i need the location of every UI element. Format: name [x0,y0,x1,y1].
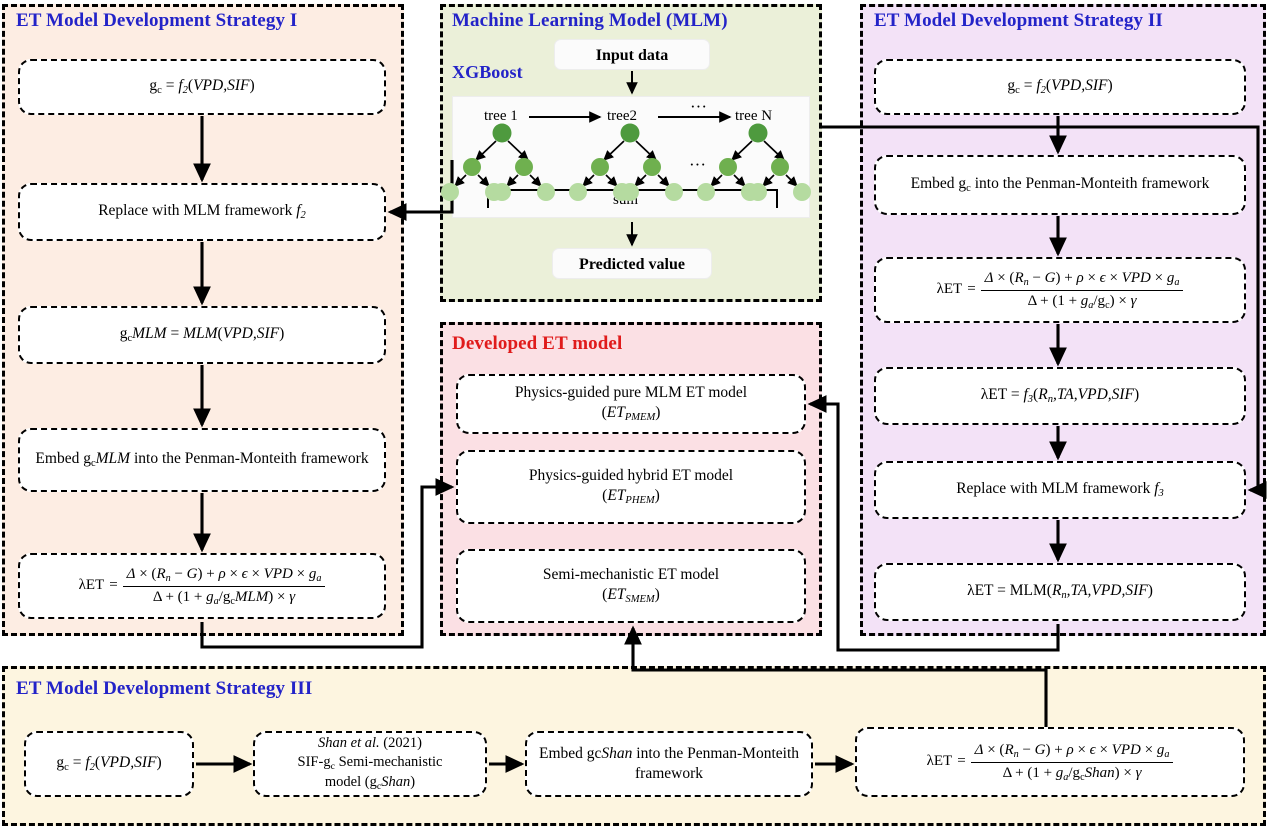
node-s2-mlm[interactable]: λET = MLM(Rn,TA,VPD,SIF) [874,563,1246,621]
node-s1-replace[interactable]: Replace with MLM framework f2 [18,183,386,241]
mlm-ellipsis-top: ··· [690,97,707,116]
node-s1-lambda[interactable]: λET= Δ × (Rn − G) + ρ × ϵ × VPD × ga Δ +… [18,553,386,619]
node-s1-gcmlm[interactable]: gcMLM = MLM(VPD,SIF) [18,306,386,364]
panel-strategy-3-title: ET Model Development Strategy III [16,678,313,699]
mlm-sum-label: sum [613,192,639,208]
node-dev-smem-line2: (ETSMEM) [602,586,660,606]
node-dev-phem[interactable]: Physics-guided hybrid ET model (ETPHEM) [456,450,806,524]
node-dev-pmem-line1: Physics-guided pure MLM ET model [514,384,748,402]
node-dev-pmem-line2: (ETPMEM) [601,404,661,424]
mlm-ellipsis-mid: ··· [689,155,706,174]
node-s3-shan-line1: Shan et al. (2021) [318,735,422,752]
panel-mlm-title: Machine Learning Model (MLM) [452,10,728,31]
mlm-tree-1-label: tree 1 [484,108,518,124]
node-s1-embed-text: Embed gcMLM into the Penman-Monteith fra… [35,450,369,470]
node-s1-replace-text: Replace with MLM framework f2 [98,202,306,222]
node-s3-shan[interactable]: Shan et al. (2021) SIF-gc Semi-mechanist… [253,731,487,797]
node-s1-gc[interactable]: gc = f2(VPD,SIF) [18,59,386,115]
node-s2-f3-text: λET = f3(Rn,TA,VPD,SIF) [980,386,1140,406]
node-s3-shan-line2: SIF-gc Semi-mechanistic [297,753,443,772]
node-s1-embed[interactable]: Embed gcMLM into the Penman-Monteith fra… [18,428,386,492]
node-s2-embed-text: Embed gc into the Penman-Monteith framew… [910,175,1210,195]
node-s3-lambda[interactable]: λET= Δ × (Rn − G) + ρ × ϵ × VPD × ga Δ +… [855,727,1245,797]
panel-strategy-2-title: ET Model Development Strategy II [874,10,1163,31]
panel-strategy-1-title: ET Model Development Strategy I [16,10,298,31]
mlm-input-box[interactable]: Input data [554,39,710,70]
node-s2-gc-text: gc = f2(VPD,SIF) [1007,77,1113,97]
node-s2-lambda-formula: λET= Δ × (Rn − G) + ρ × ϵ × VPD × ga Δ +… [937,269,1184,312]
node-s3-embed-text: Embed gcShan into the Penman-Monteith fr… [538,745,800,782]
node-s2-f3[interactable]: λET = f3(Rn,TA,VPD,SIF) [874,367,1246,425]
node-s3-gc-text: gc = f2(VPD,SIF) [56,754,162,774]
node-dev-phem-line1: Physics-guided hybrid ET model [528,467,734,485]
node-s2-mlm-text: λET = MLM(Rn,TA,VPD,SIF) [967,582,1153,602]
node-s3-shan-line3: model (gcShan) [324,774,416,793]
node-s1-lambda-formula: λET= Δ × (Rn − G) + ρ × ϵ × VPD × ga Δ +… [79,565,326,608]
node-s2-embed[interactable]: Embed gc into the Penman-Monteith framew… [874,155,1246,215]
node-dev-smem-line1: Semi-mechanistic ET model [542,566,720,584]
panel-mlm-subtitle: XGBoost [452,62,523,82]
node-s2-lambda[interactable]: λET= Δ × (Rn − G) + ρ × ϵ × VPD × ga Δ +… [874,257,1246,323]
node-s2-replace[interactable]: Replace with MLM framework f3 [874,461,1246,519]
mlm-output-box[interactable]: Predicted value [552,248,712,279]
node-s1-gc-text: gc = f2(VPD,SIF) [149,77,255,97]
node-s1-gcmlm-text: gcMLM = MLM(VPD,SIF) [119,325,285,345]
node-s2-gc[interactable]: gc = f2(VPD,SIF) [874,59,1246,115]
node-s3-lambda-formula: λET= Δ × (Rn − G) + ρ × ϵ × VPD × ga Δ +… [927,741,1174,784]
mlm-input-label: Input data [595,47,669,64]
panel-developed-et-title: Developed ET model [452,333,623,354]
mlm-output-label: Predicted value [579,256,685,273]
node-dev-pmem[interactable]: Physics-guided pure MLM ET model (ETPMEM… [456,374,806,434]
node-s2-replace-text: Replace with MLM framework f3 [956,480,1164,500]
node-dev-phem-line2: (ETPHEM) [602,487,660,507]
node-dev-smem[interactable]: Semi-mechanistic ET model (ETSMEM) [456,549,806,623]
mlm-tree-n-label: tree N [735,108,773,124]
node-s3-gc[interactable]: gc = f2(VPD,SIF) [24,731,194,797]
node-s3-embed[interactable]: Embed gcShan into the Penman-Monteith fr… [525,731,813,797]
mlm-tree-2-label: tree2 [607,108,637,124]
